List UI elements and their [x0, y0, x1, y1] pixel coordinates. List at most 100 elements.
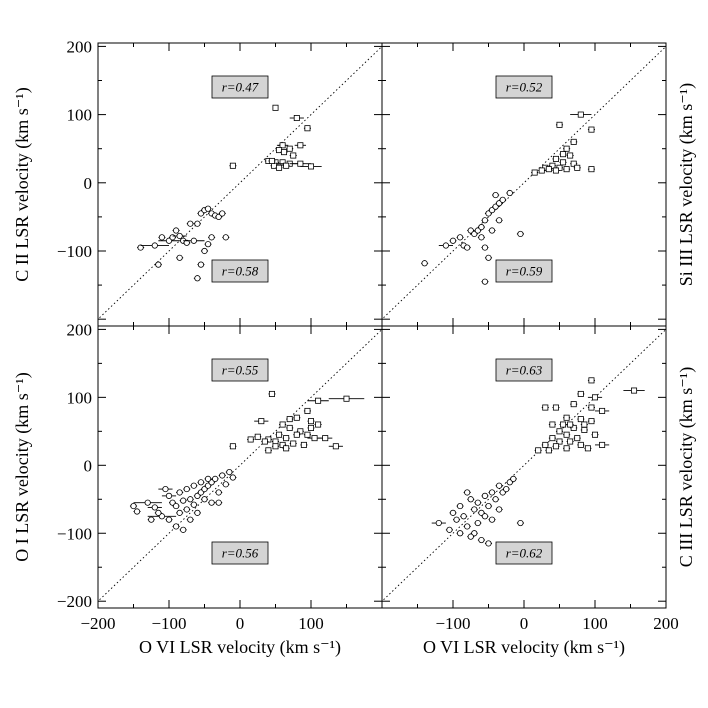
data-point-square	[261, 438, 268, 445]
data-point-square	[297, 428, 304, 435]
data-point-square	[581, 426, 588, 433]
data-point-circle	[464, 489, 471, 496]
r-value-high: r=0.47	[222, 80, 259, 95]
data-point-square	[552, 443, 559, 450]
r-value-high: r=0.52	[506, 80, 543, 95]
data-point-circle	[222, 234, 229, 241]
data-point-circle	[169, 234, 176, 241]
y-axis-title: C II LSR velocity (km s⁻¹)	[12, 87, 33, 281]
diagonal-line	[382, 45, 666, 320]
data-point-square	[279, 142, 286, 149]
data-point-square	[290, 152, 297, 159]
data-point-circle	[478, 536, 485, 544]
data-point-circle	[194, 220, 201, 227]
data-point-circle	[173, 523, 180, 530]
data-point-square	[552, 155, 559, 162]
data-point-square	[272, 104, 279, 111]
y-tick-label: −100	[57, 524, 92, 543]
x-tick-label: 200	[653, 614, 679, 633]
data-point-circle	[467, 533, 474, 540]
plot-area	[382, 45, 666, 320]
data-point-circle	[151, 504, 158, 511]
data-point-square	[279, 421, 286, 428]
data-point-circle	[229, 474, 236, 481]
y-tick-label: 0	[84, 456, 93, 475]
data-point-square	[545, 166, 552, 173]
x-axis-title: O VI LSR velocity (km s⁻¹)	[139, 637, 341, 658]
data-point-square	[283, 435, 290, 442]
data-point-square	[588, 404, 595, 411]
data-point-square	[229, 162, 236, 169]
data-point-circle	[212, 475, 219, 482]
data-point-circle	[133, 508, 141, 515]
data-point-circle	[481, 217, 489, 224]
data-point-circle	[453, 516, 460, 523]
data-point-square	[293, 431, 300, 438]
data-point-square	[563, 145, 570, 152]
data-point-square	[286, 145, 293, 152]
y-tick-label: 0	[84, 174, 93, 193]
data-point-square	[290, 440, 297, 447]
data-point-square	[577, 390, 584, 397]
data-point-circle	[421, 260, 428, 267]
data-point-circle	[496, 217, 503, 224]
data-point-circle	[474, 519, 481, 527]
r-value-low: r=0.62	[506, 546, 543, 561]
y-tick-label: 100	[67, 106, 93, 125]
r-value-low-box	[495, 259, 553, 283]
data-point-circle	[456, 530, 464, 537]
data-point-circle	[176, 254, 183, 261]
data-point-circle	[488, 516, 496, 523]
data-point-square	[563, 414, 570, 421]
data-point-circle	[162, 485, 169, 493]
data-point-circle	[204, 241, 212, 248]
r-value-high: r=0.63	[506, 363, 543, 378]
data-point-circle	[449, 509, 457, 516]
data-point-square	[304, 407, 311, 414]
data-point-square	[542, 441, 549, 448]
data-point-circle	[499, 196, 506, 203]
r-value-high-box	[211, 75, 269, 99]
data-point-circle	[435, 519, 442, 527]
diagonal-line	[382, 328, 666, 602]
data-point-circle	[158, 234, 165, 241]
x-tick-label: 0	[520, 614, 529, 633]
data-point-square	[293, 115, 300, 122]
data-point-square	[268, 157, 275, 164]
data-point-square	[570, 160, 577, 167]
data-point-square	[599, 407, 606, 414]
data-point-square	[343, 395, 350, 402]
data-point-square	[297, 160, 304, 167]
data-point-square	[315, 397, 322, 404]
data-point-circle	[190, 482, 197, 489]
data-point-square	[315, 421, 322, 428]
data-point-square	[570, 138, 577, 145]
data-point-circle	[456, 502, 464, 510]
data-point-square	[574, 164, 581, 171]
data-point-square	[567, 438, 574, 445]
data-point-square	[293, 414, 300, 421]
data-point-circle	[137, 244, 144, 251]
data-point-square	[577, 416, 584, 423]
y-tick-label: −200	[57, 592, 92, 611]
plot-area	[98, 45, 382, 320]
data-point-square	[552, 404, 559, 411]
y-axis-title: C III LSR velocity (km s⁻¹)	[676, 367, 697, 567]
data-point-circle	[226, 468, 233, 476]
x-tick-label: 100	[582, 614, 608, 633]
data-point-square	[560, 151, 567, 158]
data-point-square	[556, 121, 563, 128]
r-value-high: r=0.55	[222, 363, 259, 378]
data-point-circle	[190, 237, 197, 244]
data-point-square	[588, 418, 595, 425]
data-point-square	[229, 443, 236, 450]
r-value-low: r=0.58	[222, 264, 259, 279]
data-point-circle	[201, 247, 208, 255]
data-point-circle	[449, 237, 457, 244]
data-point-square	[279, 441, 286, 448]
data-point-square	[268, 390, 275, 397]
data-point-square	[535, 447, 542, 454]
data-point-circle	[456, 234, 464, 241]
